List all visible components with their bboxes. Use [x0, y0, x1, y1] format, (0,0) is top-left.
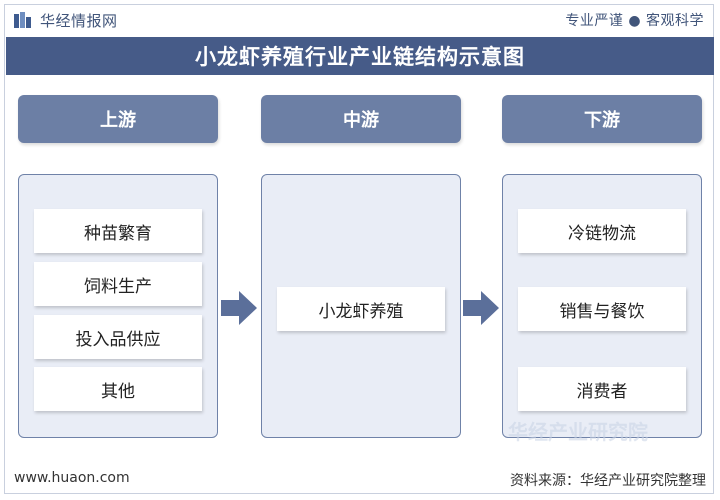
column-header-downstream: 下游	[502, 95, 702, 143]
column-header-midstream: 中游	[261, 95, 461, 143]
right-arrow-icon	[463, 291, 499, 325]
upstream-item: 投入品供应	[34, 315, 202, 359]
midstream-item: 小龙虾养殖	[277, 287, 445, 331]
downstream-panel: 冷链物流 销售与餐饮 消费者	[502, 174, 702, 438]
midstream-panel: 小龙虾养殖	[261, 174, 461, 438]
diagram-title: 小龙虾养殖行业产业链结构示意图	[6, 37, 714, 75]
downstream-item: 消费者	[518, 367, 686, 411]
watermark-text: 华经产业研究院	[508, 420, 648, 444]
right-arrow-icon	[221, 291, 257, 325]
upstream-panel: 种苗繁育 饲料生产 投入品供应 其他	[18, 174, 218, 438]
chart-logo-icon	[14, 12, 31, 28]
outer-frame	[4, 4, 714, 494]
column-header-upstream: 上游	[18, 95, 218, 143]
footer-url[interactable]: www.huaon.com	[14, 470, 130, 486]
downstream-item: 销售与餐饮	[518, 287, 686, 331]
upstream-item: 饲料生产	[34, 262, 202, 306]
top-bar: 华经情报网 专业严谨 ● 客观科学	[0, 0, 720, 38]
slogan: 专业严谨 ● 客观科学	[565, 13, 704, 29]
downstream-item: 冷链物流	[518, 209, 686, 253]
upstream-item: 其他	[34, 367, 202, 411]
upstream-item: 种苗繁育	[34, 209, 202, 253]
brand-name: 华经情报网	[40, 12, 118, 30]
footer-source: 资料来源：华经产业研究院整理	[510, 473, 706, 489]
